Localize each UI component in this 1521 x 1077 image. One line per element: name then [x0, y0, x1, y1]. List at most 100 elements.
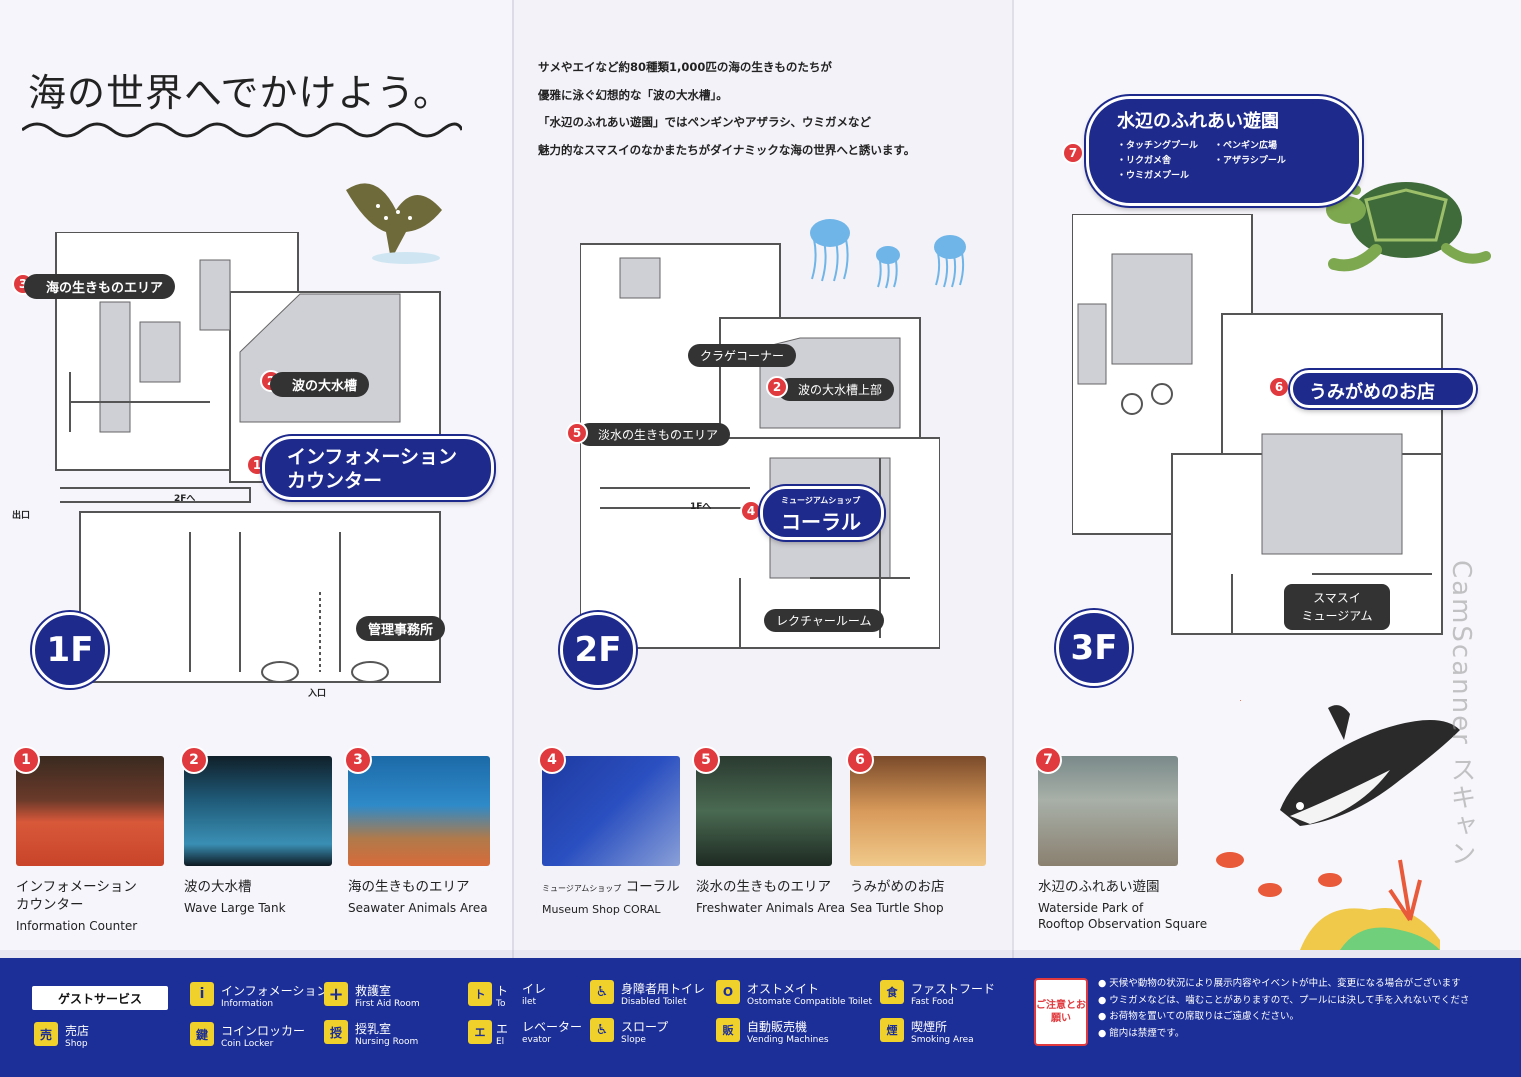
photo-turtle-shop [850, 756, 986, 866]
photo-marker: 6 [846, 746, 874, 774]
waterside-park-bubble: 水辺のふれあい遊園 ・タッチングプール ・リクガメ舎 ・ウミガメプール ・ペンギ… [1086, 96, 1362, 206]
marker-2: 2 [766, 376, 788, 398]
legend-en: Coin Locker [221, 1039, 274, 1049]
legend-en: Nursing Room [355, 1037, 419, 1047]
coral-illustration [1216, 852, 1440, 950]
caption-jp-small: ミュージアムショップ [542, 884, 622, 893]
legend-en: ilet [522, 997, 537, 1007]
caption-jp: 海の生きものエリア [348, 879, 470, 895]
slope-icon: ♿ [590, 1018, 614, 1042]
legend-en: Vending Machines [747, 1035, 829, 1045]
label-sumasui-museum: スマスイ ミュージアム [1284, 584, 1390, 630]
guest-services-title: ゲストサービス [32, 986, 168, 1010]
headline: 海の世界へでかけよう。 [28, 71, 453, 115]
photo-card-6: 6 うみがめのお店 Sea Turtle Shop [846, 746, 986, 916]
legend-jp: 身障者用トイレ [621, 982, 706, 996]
photo-seawater-area [348, 756, 490, 866]
to-1f-label: 1Fへ [690, 502, 712, 512]
photo-wave-tank [184, 756, 332, 866]
marker-7: 7 [1062, 142, 1084, 164]
legend-jp: スロープ [621, 1020, 669, 1034]
marker-6: 6 [1268, 376, 1290, 398]
photo-marker: 7 [1034, 746, 1062, 774]
entrance-label: 入口 [308, 689, 327, 699]
label-wave-tank-top: 波の大水槽上部 [778, 378, 895, 401]
photo-marker: 5 [692, 746, 720, 774]
to-2f-label: 2Fへ [174, 494, 196, 504]
legend-jp: ト [496, 984, 509, 998]
legend-en: First Aid Room [355, 999, 420, 1009]
photo-waterside-park [1038, 756, 1178, 866]
legend-en: El [496, 1037, 505, 1047]
photo-card-2: 2 波の大水槽 Wave Large Tank [180, 746, 332, 916]
notice-list: ● 天候や動物の状況により展示内容やイベントが中止、変更になる場合がございます … [1098, 976, 1469, 1042]
shop-big-label: コーラル [781, 510, 861, 534]
photo-marker: 4 [538, 746, 566, 774]
label-office: 管理事務所 [356, 616, 446, 641]
photo-card-3: 3 海の生きものエリア Seawater Animals Area [344, 746, 490, 916]
floor-badge-3f: 3F [1056, 610, 1132, 686]
notice-line: ● ウミガメなどは、噛むことがありますので、プールには決して手を入れないでくださ [1098, 994, 1470, 1006]
legend-en: Ostomate Compatible Toilet [747, 997, 872, 1007]
legend-jp: オストメイト [747, 982, 820, 996]
label-seawater-area: 海の生きものエリア [24, 274, 176, 299]
legend-en: Shop [65, 1039, 88, 1049]
caption-jp: うみがめのお店 [850, 879, 945, 895]
photo-marker: 2 [180, 746, 208, 774]
museum-line1: スマスイ [1313, 591, 1361, 605]
penguin-illustration [1240, 700, 1460, 826]
legend-en: evator [522, 1035, 552, 1045]
info-counter-bubble: インフォメーション カウンター [262, 436, 494, 500]
caption-jp: 淡水の生きものエリア [696, 879, 831, 895]
photo-marker: 1 [12, 746, 40, 774]
park-item: ・アザラシプール [1214, 156, 1286, 166]
notice-label: ご注意とお願い [1034, 978, 1088, 1046]
photo-card-1: 1 インフォメーション カウンター Information Counter [12, 746, 164, 934]
first-aid-icon: + [324, 982, 348, 1006]
legend-jp: インフォメーション [221, 984, 329, 998]
marker-4: 4 [740, 500, 762, 522]
intro-line: 「水辺のふれあい遊園」ではペンギンやアザラシ、ウミガメなど [538, 115, 872, 129]
turtle-shop-bubble: うみがめのお店 [1290, 370, 1476, 408]
museum-line2: ミュージアム [1301, 609, 1373, 623]
caption-en: Freshwater Animals Area [696, 901, 846, 915]
legend-en: To [496, 999, 506, 1009]
label-wave-tank: 波の大水槽 [270, 372, 370, 397]
photo-museum-shop [542, 756, 680, 866]
caption-jp-2: カウンター [16, 897, 84, 913]
photo-card-5: 5 淡水の生きものエリア Freshwater Animals Area [692, 746, 846, 916]
legend-jp: エ [496, 1022, 509, 1036]
photo-marker: 3 [344, 746, 372, 774]
shop-small-label: ミュージアムショップ [781, 496, 861, 505]
intro-line: 魅力的なスマスイのなかまたちがダイナミックな海の世界へと誘います。 [538, 142, 916, 157]
wave-decoration [22, 122, 462, 138]
caption-jp: 波の大水槽 [184, 879, 252, 895]
locker-icon: 鍵 [190, 1022, 214, 1046]
info-icon: i [190, 982, 214, 1006]
legend-en: Fast Food [911, 997, 954, 1007]
notice-line: ● お荷物を置いての席取りはご遠慮ください。 [1098, 1011, 1300, 1022]
ostomate-icon: O [716, 980, 740, 1004]
photo-info-counter [16, 756, 164, 866]
photo-card-4: 4 ミュージアムショップ コーラル Museum Shop CORAL [538, 746, 680, 918]
elevator-icon: エ [468, 1020, 492, 1044]
marker-5: 5 [566, 422, 588, 444]
accessible-toilet-icon: ♿ [590, 980, 614, 1004]
vending-icon: 販 [716, 1018, 740, 1042]
nursing-icon: 授 [324, 1020, 348, 1044]
exit-label: 出口 [12, 511, 31, 521]
photo-freshwater-area [696, 756, 832, 866]
park-item: ・ペンギン広場 [1214, 141, 1278, 151]
legend-jp: 授乳室 [355, 1022, 392, 1036]
smoking-icon: 煙 [880, 1018, 904, 1042]
info-line2: カウンター [287, 470, 383, 492]
caption-jp: 水辺のふれあい遊園 [1038, 879, 1160, 895]
ray-illustration [346, 183, 442, 264]
